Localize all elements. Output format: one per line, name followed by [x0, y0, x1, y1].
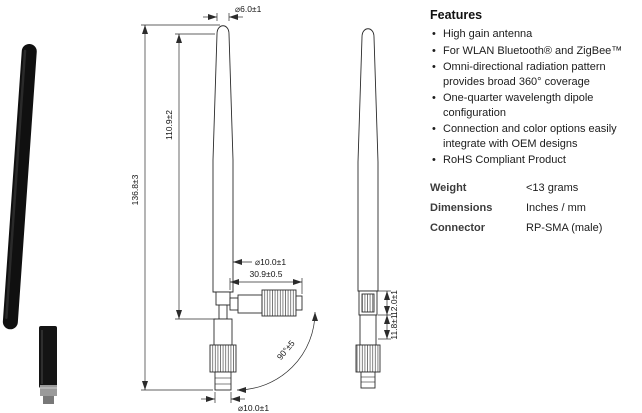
base-highlight — [41, 330, 43, 384]
antenna-outline-front — [209, 25, 237, 391]
dimension-lines — [141, 13, 318, 403]
technical-drawing-front: ⌀6.0±1 110.9±2 136.8±3 ⌀10.0±1 30.9±0.5 … — [130, 4, 318, 413]
dim-fold-angle: 90°±5 — [275, 338, 297, 362]
features-panel: Features High gain antenna For WLAN Blue… — [430, 8, 636, 242]
dim-hinge-b: 11.8±1 — [389, 314, 399, 340]
features-title: Features — [430, 8, 483, 22]
spec-label-weight: Weight — [430, 181, 467, 194]
feature-item: High gain antenna — [430, 27, 636, 42]
dim-body-diameter: ⌀10.0±1 — [255, 257, 286, 267]
spec-row-dimensions: Dimensions Inches / mm — [430, 202, 636, 214]
dim-body-length: 110.9±2 — [164, 110, 174, 140]
spec-value-connector: RP-SMA (male) — [526, 221, 603, 234]
dim-tip-diameter: ⌀6.0±1 — [235, 4, 262, 14]
antenna-photo-connector-tip — [43, 396, 54, 404]
specs-table: Weight <13 grams Dimensions Inches / mm … — [430, 182, 636, 234]
antenna-photo-base — [39, 326, 57, 388]
antenna-photo-blade — [2, 43, 37, 330]
features-list: High gain antenna For WLAN Bluetooth® an… — [430, 27, 636, 168]
feature-item: RoHS Compliant Product — [430, 153, 636, 168]
antenna-outline-side — [355, 28, 381, 389]
spec-value-dimensions: Inches / mm — [526, 201, 586, 214]
antenna-photo — [2, 43, 57, 404]
folded-connector — [229, 289, 303, 317]
dim-hinge-a: 12.0±1 — [389, 290, 399, 316]
hinge-dimension-lines — [378, 290, 391, 340]
spec-row-weight: Weight <13 grams — [430, 182, 636, 194]
feature-item: For WLAN Bluetooth® and ZigBee™ — [430, 44, 636, 59]
antenna-photo-metal-ring — [40, 385, 57, 396]
dim-overall-length: 136.8±3 — [130, 174, 140, 205]
spec-value-weight: <13 grams — [526, 181, 579, 194]
spec-row-connector: Connector RP-SMA (male) — [430, 222, 636, 234]
dim-connector-length: 30.9±0.5 — [249, 269, 282, 279]
feature-item: One-quarter wavelength dipole configurat… — [430, 91, 636, 120]
feature-item: Omni-directional radiation pattern provi… — [430, 60, 636, 89]
spec-label-connector: Connector — [430, 221, 485, 234]
feature-item: Connection and color options easily inte… — [430, 122, 636, 151]
dim-connector-diameter: ⌀10.0±1 — [238, 403, 269, 413]
technical-drawing-side: 12.0±1 11.8±1 — [355, 28, 399, 389]
spec-label-dimensions: Dimensions — [430, 201, 493, 214]
